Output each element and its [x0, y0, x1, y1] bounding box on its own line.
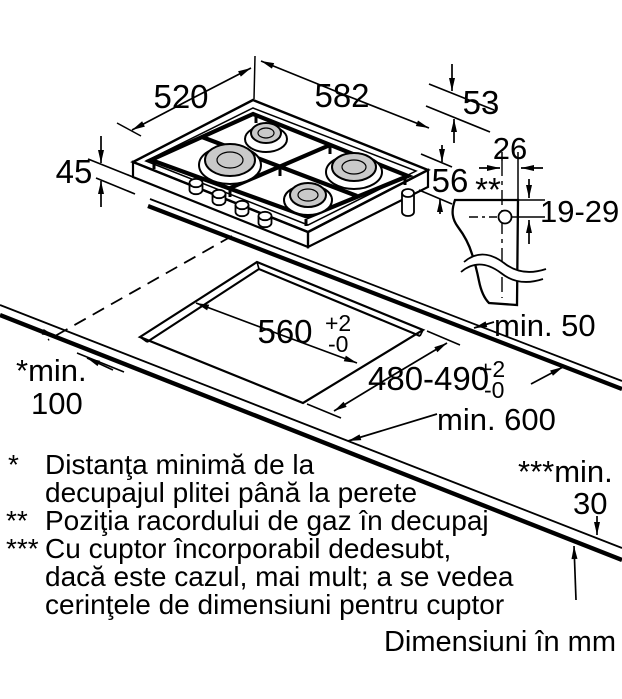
dim-rear-clearance: min. 50 [473, 308, 596, 343]
rear-wall-line [147, 204, 622, 391]
dim-worktop-depth-label: min. 600 [437, 402, 556, 437]
front-lower-edge-line [0, 312, 622, 563]
control-knobs [188, 177, 273, 229]
extension-line [428, 83, 495, 111]
burner-front [283, 182, 333, 216]
dim-below-worktop-label: 56 [432, 162, 469, 199]
section-break-lower-curve [460, 263, 544, 283]
dimension-line [190, 67, 252, 100]
footnote-1-line-1: Distanţa minimă de la [45, 449, 315, 480]
dim-cutout-width-label: 560 [257, 313, 312, 350]
extension-line [420, 153, 453, 168]
hob-section-profile [451, 198, 520, 307]
footnote-2-line-1: Poziţia racordului de gaz în decupaj [45, 505, 489, 536]
dimension-line [195, 302, 277, 334]
cutout-depth-tick-n [256, 261, 260, 270]
dimension-line [389, 342, 448, 378]
leader-arrow [473, 321, 495, 329]
gas-connection-detail [451, 161, 547, 307]
worktop-front-edge-line [0, 304, 622, 549]
footnote-1-line-2: decupajul plitei până la perete [45, 477, 417, 508]
dim-gas-depth-label: 19-29 [540, 194, 619, 229]
dimension-line [333, 376, 391, 412]
dim-side-clearance-label: *min. [16, 353, 87, 388]
dim-hob-width: 520 [116, 55, 256, 137]
tolerance-plus: +2 [479, 356, 505, 382]
burner-rear [244, 122, 288, 153]
dimensions: 520 582 53 45 [16, 55, 619, 601]
dim-gas-offset: 26 ** [475, 131, 543, 208]
dim-cutout-depth: 480-490 +2 -0 [306, 330, 505, 419]
dim-hob-height: 45 [56, 136, 136, 207]
dimension-line [344, 94, 430, 129]
dim-rear-edge-label: 53 [463, 84, 500, 121]
gas-position-marker: ** [475, 171, 501, 208]
dim-hob-depth-label: 582 [314, 77, 369, 114]
arrow [347, 413, 438, 442]
arrow [16, 322, 56, 337]
footnote-marker-2: ** [6, 505, 28, 536]
dim-below-clearance-label: ***min. [518, 454, 613, 489]
extension-line [76, 352, 125, 373]
burner-right [325, 152, 383, 190]
pan-support-feet [152, 116, 407, 226]
tolerance-plus: +2 [325, 310, 351, 336]
footnote-3-line-1: Cu cuptor încorporabil dedesubt, [45, 533, 451, 564]
tolerance-minus: -0 [484, 377, 504, 403]
extension-line [95, 177, 136, 195]
dim-hob-depth: 582 [260, 60, 430, 129]
extension-line [418, 189, 453, 205]
dim-below-clearance-value: 30 [573, 486, 607, 521]
dim-gas-depth: 19-29 [512, 179, 619, 244]
cutout-opening [137, 260, 426, 405]
hob-foot [401, 188, 415, 217]
hob-inner-rim-line [144, 107, 418, 226]
cutout-depth-tick-e [419, 329, 424, 337]
footnote-marker-3: *** [6, 533, 39, 564]
section-break-band [461, 254, 546, 282]
worktop [0, 198, 622, 563]
dim-hob-width-label: 520 [153, 78, 208, 115]
hob-projection-dashed-line [47, 235, 233, 341]
dim-hob-height-label: 45 [56, 153, 93, 190]
dimension-line [131, 98, 192, 131]
extension-line [426, 330, 461, 346]
footnotes: * Distanţa minimă de la decupajul plitei… [6, 449, 616, 658]
footnote-marker-1: * [8, 449, 19, 480]
extension-line [425, 105, 491, 133]
section-break-upper-curve [463, 253, 547, 273]
dim-gas-offset-label: 26 [493, 131, 527, 166]
arrow [86, 357, 114, 371]
hob-right-side-face [306, 168, 430, 249]
dim-rear-edge: 53 [425, 64, 500, 143]
dimension-line [260, 60, 346, 96]
dim-cutout-depth-label: 480-490 [368, 360, 489, 397]
extension-line [116, 122, 142, 137]
tolerance-minus: -0 [328, 331, 348, 357]
footnote-3-line-3: cerinţele de dimensiuni pentru cuptor [45, 589, 504, 620]
gas-connection-hole [497, 209, 513, 225]
burner-left [198, 143, 262, 185]
dim-below-clearance: ***min. 30 [518, 454, 613, 601]
worktop-rear-edge-line [149, 198, 622, 382]
dim-cutout-width: 560 +2 -0 [195, 302, 358, 364]
dim-side-clearance: *min. 100 [16, 322, 125, 421]
extension-line [306, 403, 342, 419]
dimension-line [275, 332, 358, 364]
extension-line [253, 55, 256, 100]
arrow [571, 545, 578, 601]
dim-side-clearance-value: 100 [31, 386, 83, 421]
extension-line [87, 158, 134, 178]
cutout-depth-tick-w [139, 336, 148, 343]
hob [130, 98, 431, 249]
footnote-3-line-2: dacă este cazul, mai mult; a se vedea [45, 561, 514, 592]
dim-worktop-depth: min. 600 [347, 366, 564, 442]
units-note: Dimensiuni în mm [384, 626, 616, 658]
dim-rear-clearance-label: min. 50 [494, 308, 596, 343]
dim-below-worktop: 56 [418, 145, 469, 214]
arrow [530, 366, 564, 385]
